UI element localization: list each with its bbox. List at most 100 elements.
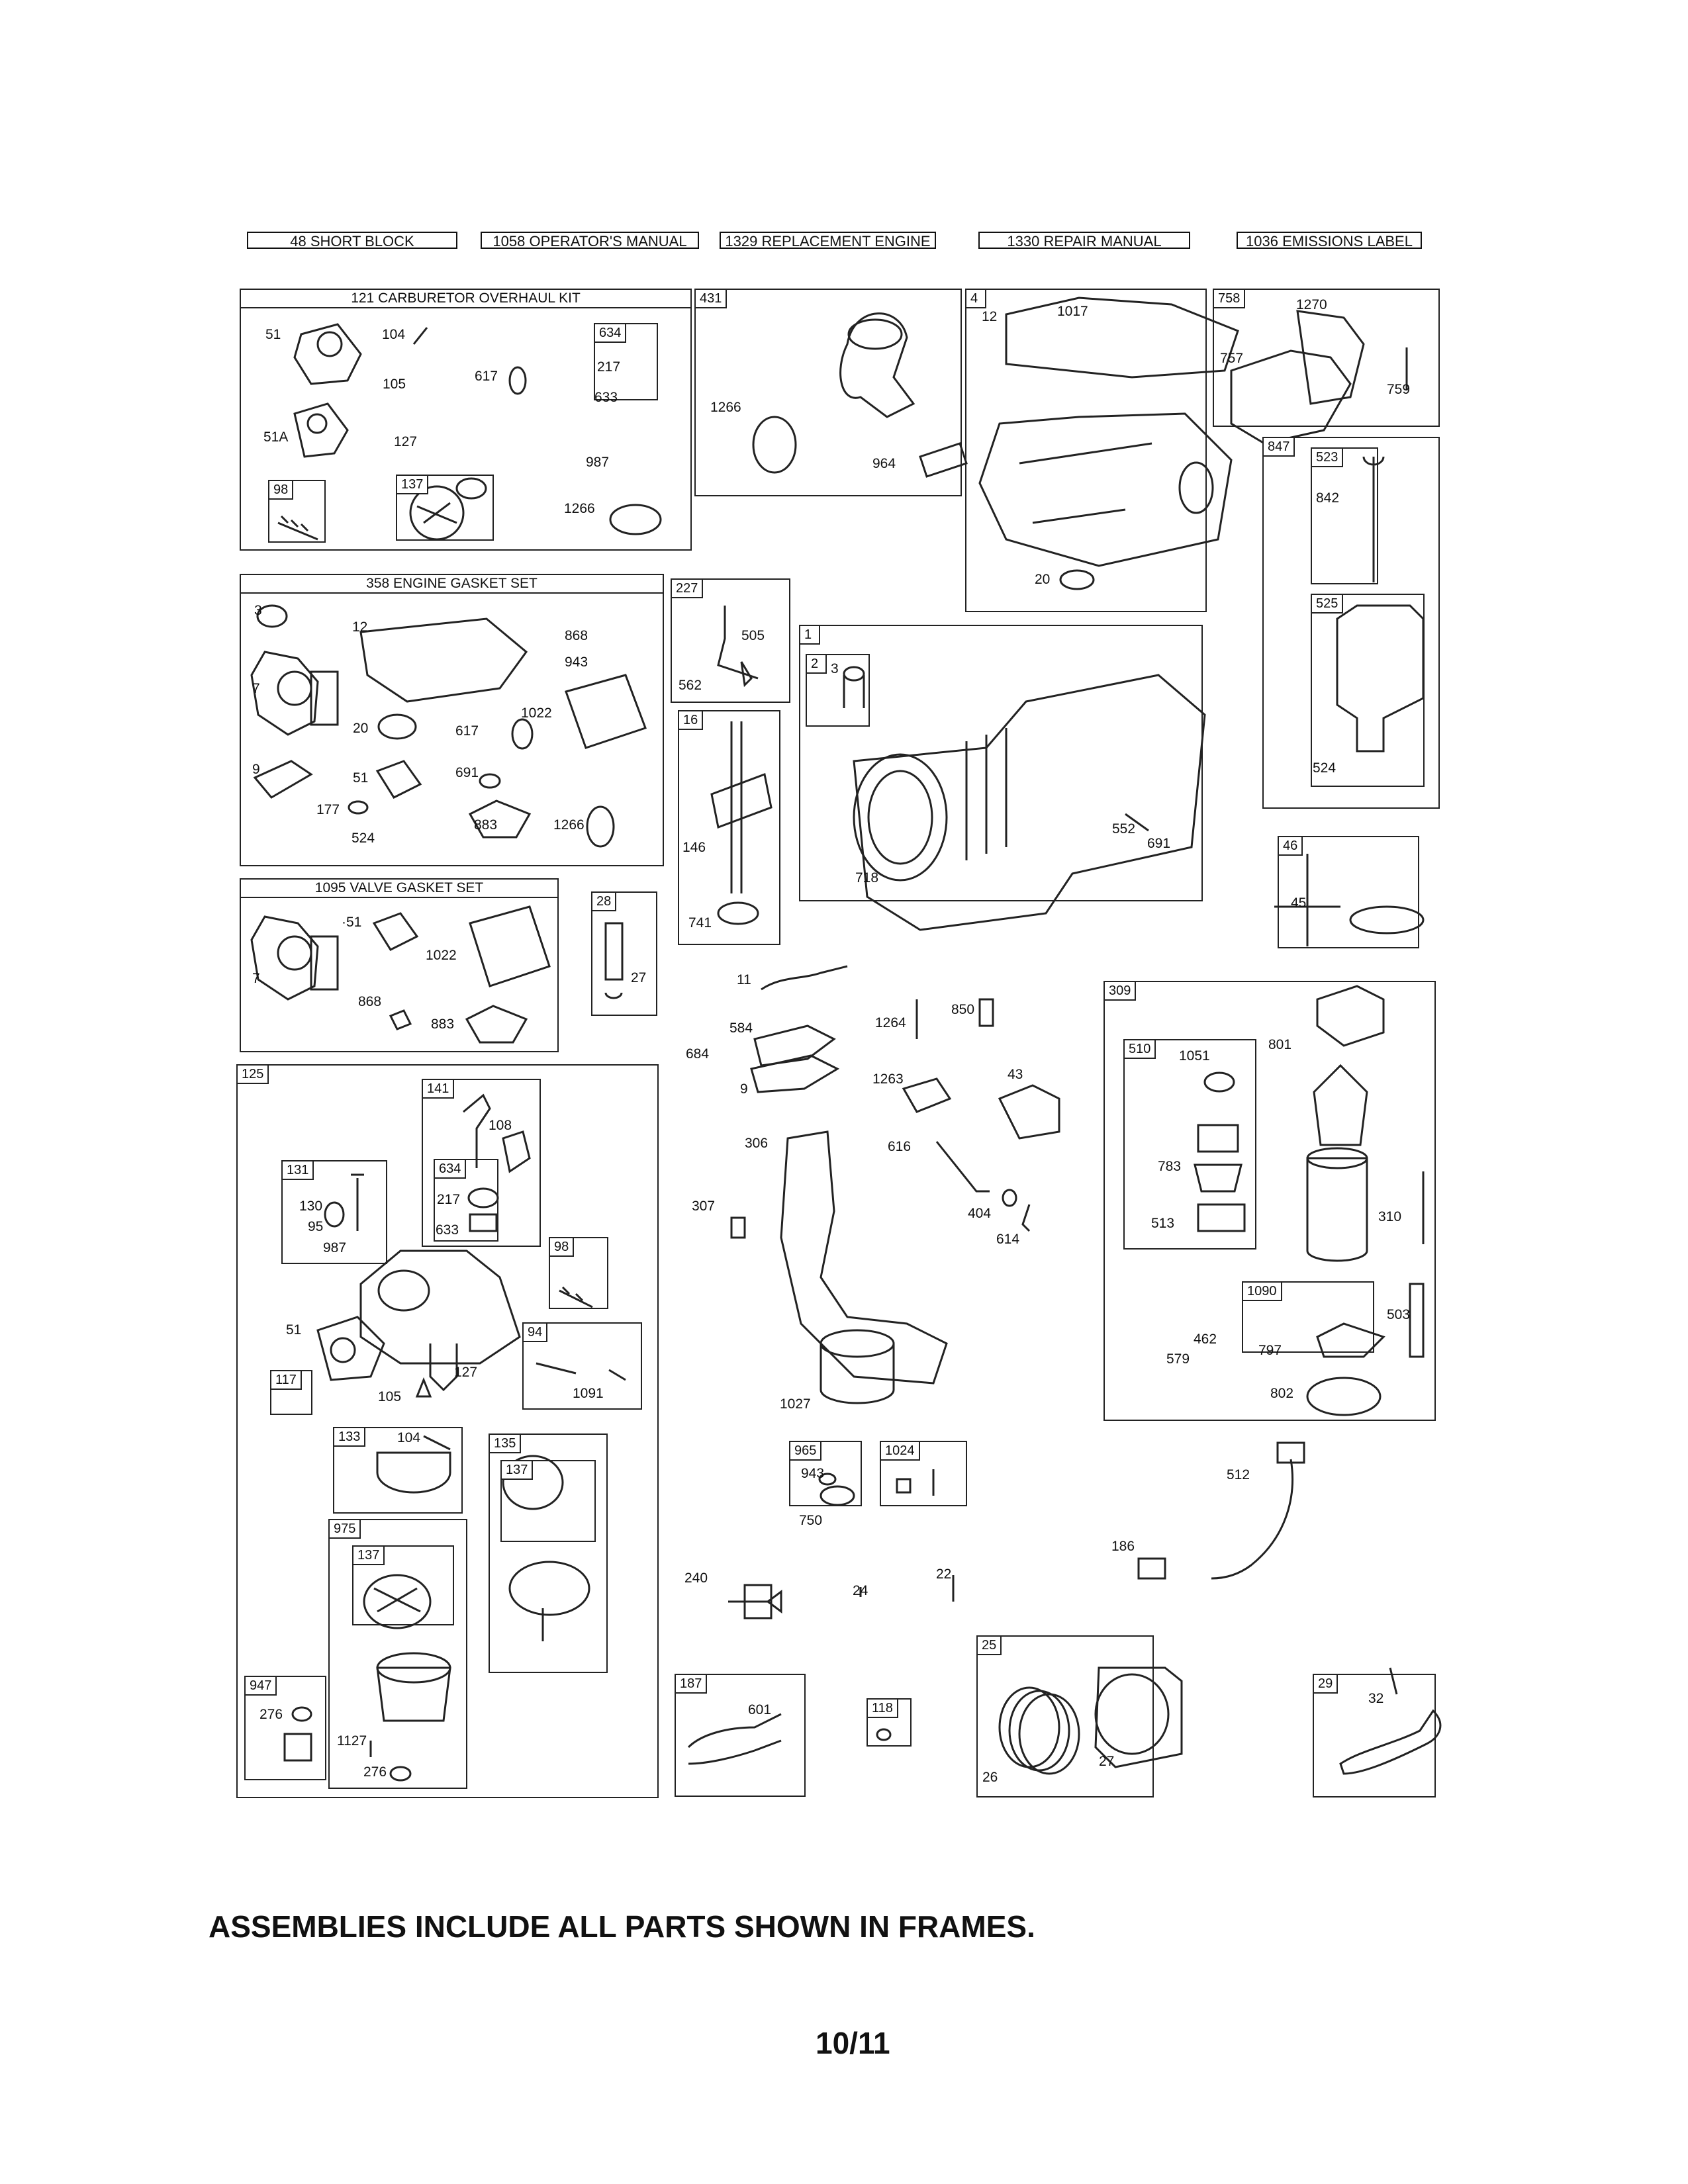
gasket-51	[293, 323, 362, 385]
callout: 43	[1008, 1067, 1023, 1082]
callout: 7	[252, 971, 260, 986]
gasket-51A	[293, 402, 349, 458]
conn-rod-29	[1339, 1709, 1442, 1775]
callout: 868	[358, 994, 382, 1009]
frame-title: 121 CARBURETOR OVERHAUL KIT	[241, 290, 690, 308]
frame-tag: 847	[1264, 438, 1295, 457]
callout: 524	[1313, 760, 1336, 776]
frame-tag: 117	[271, 1371, 302, 1390]
frame-94: 94	[522, 1322, 642, 1410]
carburetor-125	[359, 1250, 521, 1365]
callout: 462	[1194, 1332, 1217, 1347]
frame-46: 46	[1278, 836, 1419, 948]
callout: 579	[1166, 1351, 1190, 1367]
callout: 404	[968, 1206, 992, 1221]
starter-bracket	[1316, 985, 1385, 1047]
callout: 1263	[872, 1071, 904, 1087]
sump-4	[978, 412, 1233, 567]
frame-137: 137	[396, 475, 494, 541]
callout: 797	[1258, 1343, 1282, 1358]
callout: 562	[679, 678, 702, 693]
callout: 146	[682, 840, 706, 855]
frame-title: 358 ENGINE GASKET SET	[241, 575, 663, 594]
callout: 757	[1220, 351, 1244, 366]
frame-tag: 125	[238, 1066, 269, 1084]
frame-1: 1	[799, 625, 1203, 901]
callout: 51	[286, 1322, 302, 1338]
frame-tag: 25	[978, 1637, 1002, 1655]
frame-98-b: 98	[549, 1237, 608, 1309]
frame-title: 1095 VALVE GASKET SET	[241, 880, 557, 898]
callout: 95	[308, 1219, 324, 1234]
frame-1024: 1024	[880, 1441, 967, 1506]
callout: 276	[363, 1764, 387, 1780]
callout: 943	[801, 1466, 825, 1481]
frame-tag: 309	[1105, 982, 1137, 1001]
frame-tag: 187	[676, 1675, 708, 1694]
callout: 987	[323, 1240, 347, 1255]
frame-634: 634	[594, 323, 658, 400]
callout: 217	[597, 359, 621, 375]
frame-tag: 137	[397, 476, 429, 494]
spring-98a	[277, 515, 318, 541]
frame-tag: 94	[524, 1324, 548, 1342]
header-box-replacement-engine: 1329 REPLACEMENT ENGINE	[720, 232, 936, 250]
frame-tag: 133	[334, 1428, 366, 1447]
callout: 7	[252, 681, 260, 696]
page-number: 10/11	[816, 2026, 890, 2060]
frame-tag: 141	[423, 1080, 455, 1099]
frame-965: 965	[789, 1441, 862, 1506]
frame-634-b: 634	[434, 1159, 498, 1242]
frame-121-carburetor-overhaul-kit: 121 CARBURETOR OVERHAUL KIT	[240, 289, 692, 551]
shroud-306	[780, 1130, 948, 1385]
callout: 1266	[553, 817, 585, 833]
pin-104	[412, 327, 428, 345]
callout: 601	[748, 1702, 772, 1717]
callout: 503	[1387, 1307, 1411, 1322]
callout: 883	[474, 817, 498, 833]
header-box-operators-manual: 1058 OPERATOR'S MANUAL	[481, 232, 699, 250]
frame-141: 141	[422, 1079, 541, 1247]
frame-tag: 98	[550, 1238, 575, 1257]
frame-16: 16	[678, 710, 780, 945]
frame-tag: 758	[1214, 290, 1246, 308]
frame-28: 28	[591, 891, 657, 1016]
frame-309: 309	[1103, 981, 1436, 1421]
frame-523: 523	[1311, 447, 1378, 584]
frame-525: 525	[1311, 594, 1425, 787]
frame-131: 131	[281, 1160, 387, 1264]
callout: 883	[431, 1017, 455, 1032]
frame-tag: 2	[807, 655, 827, 674]
frame-358-engine-gasket-set: 358 ENGINE GASKET SET	[240, 574, 664, 866]
frame-118: 118	[867, 1698, 912, 1747]
frame-tag: 975	[330, 1520, 361, 1539]
callout: 868	[565, 628, 588, 643]
camshaft-46	[1274, 854, 1425, 946]
callout: 12	[982, 309, 998, 324]
callout: 51	[353, 770, 369, 786]
callout: 1270	[1296, 297, 1327, 312]
callout: 307	[692, 1199, 716, 1214]
callout: 802	[1270, 1386, 1294, 1401]
callout: 104	[382, 327, 406, 342]
frame-tag: 46	[1279, 837, 1303, 856]
frame-137-c: 137	[352, 1545, 454, 1625]
callout: 1266	[564, 501, 595, 516]
frame-tag: 16	[679, 711, 704, 730]
frame-98: 98	[268, 480, 326, 543]
sump-gasket	[1005, 296, 1239, 379]
elbow-431	[839, 312, 915, 418]
callout: 1022	[426, 948, 457, 963]
frame-tag: 4	[966, 290, 986, 308]
frame-tag: 431	[696, 290, 727, 308]
callout: 12	[352, 619, 368, 635]
frame-1090: 1090	[1242, 1281, 1374, 1353]
frame-133: 133	[333, 1427, 463, 1514]
frame-4: 4	[965, 289, 1207, 612]
callout: 104	[397, 1430, 421, 1445]
oring-1266a	[609, 504, 662, 535]
callout: 987	[586, 455, 610, 470]
callout: 964	[872, 456, 896, 471]
callout: 9	[740, 1081, 748, 1097]
frame-117: 117	[270, 1370, 312, 1415]
